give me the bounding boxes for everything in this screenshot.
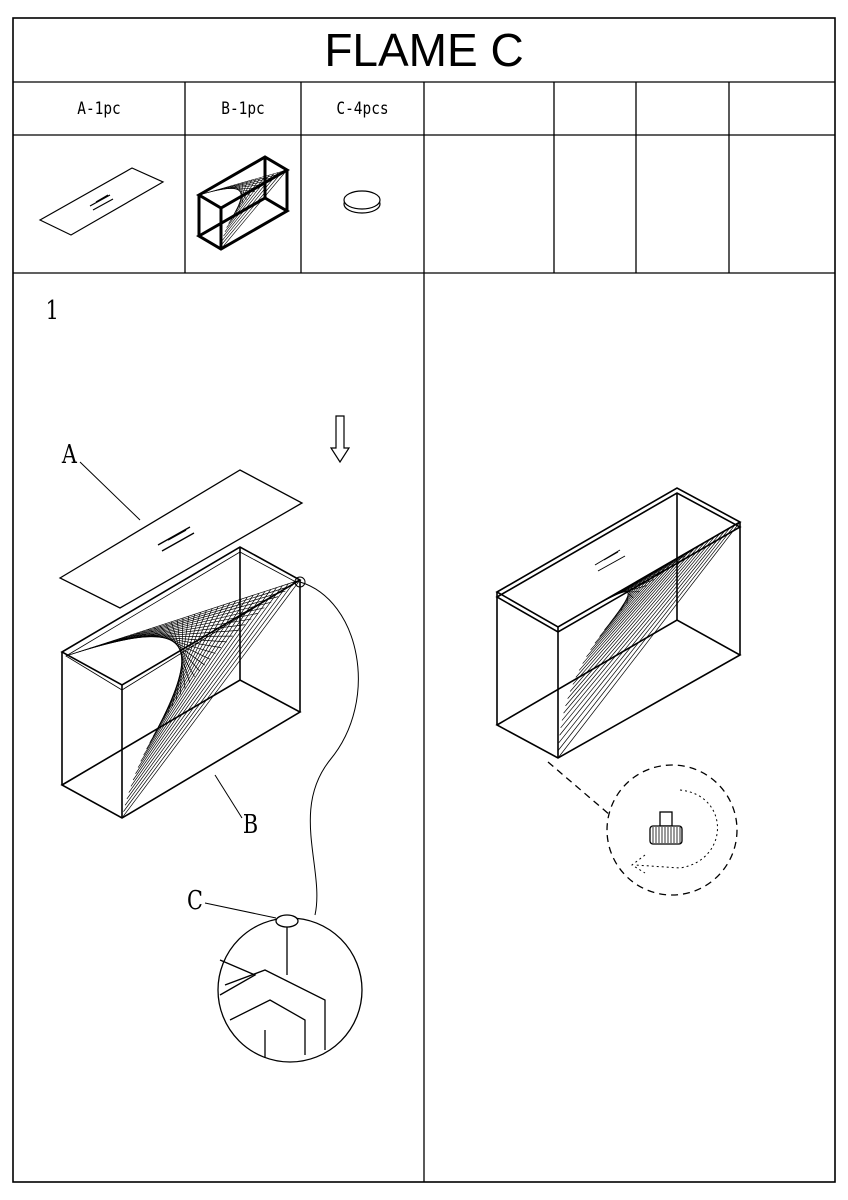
string-line xyxy=(137,595,254,768)
string-line xyxy=(152,604,225,737)
string-line xyxy=(123,581,295,812)
string-line xyxy=(126,585,283,800)
string-line xyxy=(238,183,244,204)
string-line xyxy=(153,627,205,666)
string-line xyxy=(136,632,222,648)
string-line xyxy=(146,600,236,750)
string-line xyxy=(156,606,219,731)
string-line xyxy=(221,171,283,245)
string-line xyxy=(559,530,726,736)
string-line xyxy=(582,559,675,664)
part-label-b: B-1pc xyxy=(221,98,265,119)
string-line xyxy=(594,568,660,644)
string-line xyxy=(171,614,196,707)
string-line xyxy=(130,634,227,643)
string-line xyxy=(590,565,665,651)
string-line xyxy=(147,629,211,660)
assembled-table xyxy=(495,487,742,759)
string-line xyxy=(561,536,715,721)
step1-glass-top xyxy=(58,469,304,609)
string-line xyxy=(557,521,741,759)
callout-c: C xyxy=(186,886,203,916)
glass-top-icon xyxy=(38,167,165,236)
part-label-a: A-1pc xyxy=(77,98,121,119)
string-line xyxy=(222,172,279,241)
string-line xyxy=(135,593,260,774)
string-line xyxy=(233,179,253,216)
string-line xyxy=(563,539,710,714)
table-grid xyxy=(12,17,836,1183)
string-line xyxy=(578,556,680,671)
string-line xyxy=(599,571,655,637)
string-line xyxy=(143,598,242,756)
step1-leader-lines xyxy=(79,461,359,919)
callout-b: B xyxy=(242,810,259,840)
string-line xyxy=(575,553,685,678)
step-number: 1 xyxy=(45,296,59,326)
string-line xyxy=(220,169,288,250)
string-line xyxy=(228,177,261,224)
string-line xyxy=(121,579,301,819)
string-line xyxy=(140,596,248,762)
step1-frame xyxy=(60,546,302,819)
string-line xyxy=(230,178,257,220)
string-line xyxy=(216,184,265,191)
callout-a: A xyxy=(61,440,77,470)
string-line xyxy=(567,545,700,699)
string-line xyxy=(176,619,186,689)
string-line xyxy=(560,533,721,729)
string-line xyxy=(130,589,272,787)
string-line xyxy=(124,583,289,806)
page-title: FLAME C xyxy=(324,24,524,76)
part-label-c: C-4pcs xyxy=(336,98,389,119)
string-line xyxy=(128,587,277,793)
string-line xyxy=(604,574,650,631)
string-line xyxy=(223,173,275,237)
string-line xyxy=(609,577,645,624)
string-line xyxy=(226,176,266,228)
step1-detail-circle xyxy=(217,914,363,1063)
string-line xyxy=(565,542,705,707)
string-line xyxy=(224,174,270,232)
felt-pad-icon xyxy=(343,190,381,214)
string-line xyxy=(149,602,231,743)
string-line xyxy=(569,548,695,692)
string-line xyxy=(557,524,736,751)
string-line xyxy=(572,550,690,685)
step1-arrow-down-icon xyxy=(329,415,351,464)
string-line xyxy=(558,527,731,744)
foot-detail-circle xyxy=(547,761,738,896)
string-line xyxy=(586,562,670,657)
string-line xyxy=(170,621,191,683)
string-frame-icon xyxy=(196,155,290,251)
string-line xyxy=(132,591,266,781)
